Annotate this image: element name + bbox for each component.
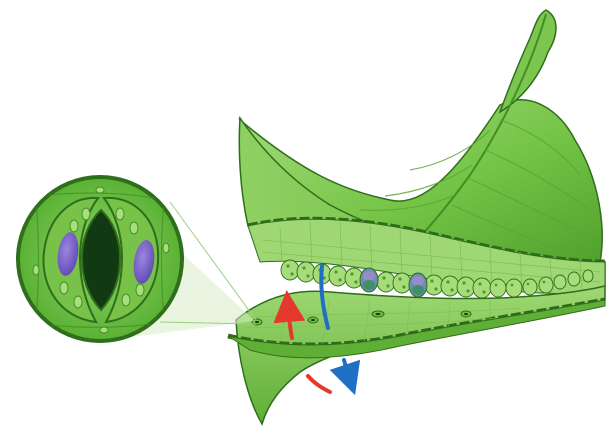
stoma-magnifier-icon [16,175,184,343]
leaf-tip [500,10,556,112]
vascular-bundle [409,273,427,297]
lower-leaf-surface [228,286,605,424]
vascular-bundle [360,268,378,292]
